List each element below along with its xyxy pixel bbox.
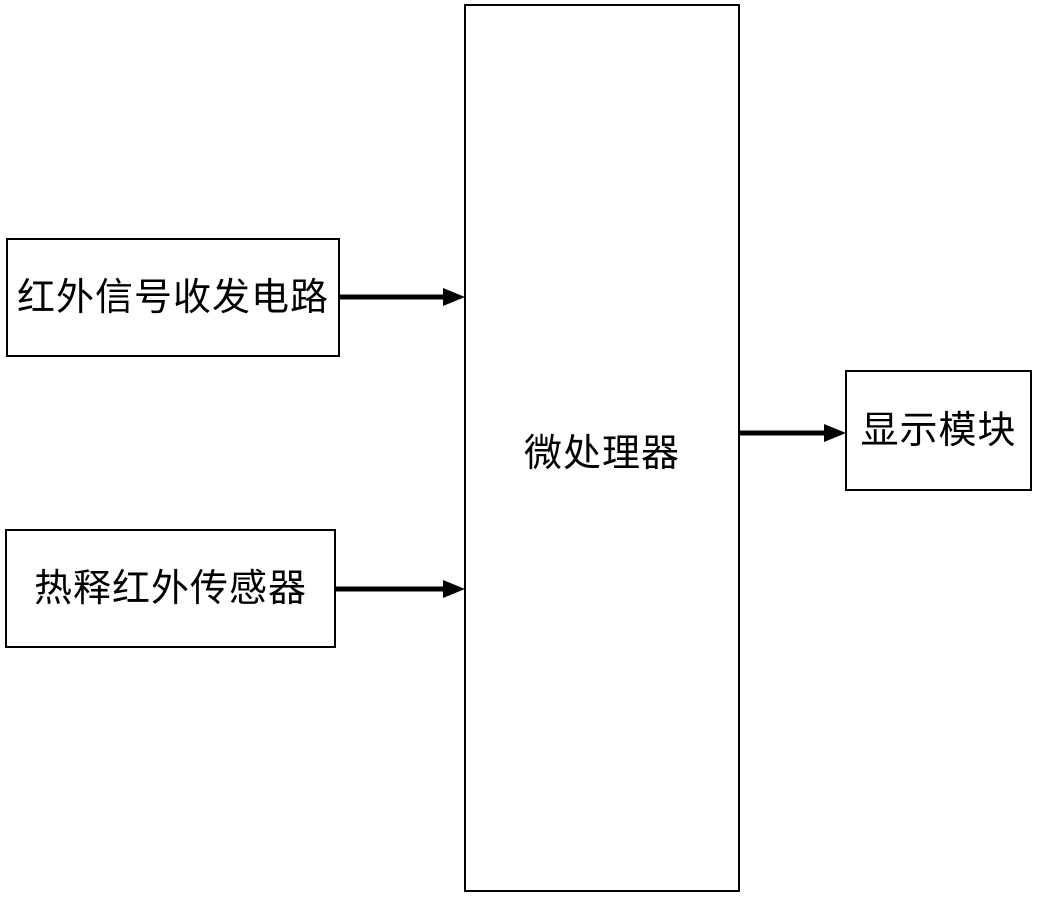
block-microprocessor: 微处理器	[464, 4, 740, 892]
arrowhead-icon	[824, 424, 846, 442]
arrowhead-icon	[443, 580, 465, 598]
block-ir-transceiver-label: 红外信号收发电路	[16, 274, 329, 319]
block-pyro-sensor-label: 热释红外传感器	[33, 565, 307, 610]
block-pyro-sensor: 热释红外传感器	[5, 529, 336, 648]
connector-line	[740, 430, 829, 436]
arrowhead-icon	[443, 288, 465, 306]
block-microprocessor-label: 微处理器	[523, 431, 680, 475]
block-ir-transceiver: 红外信号收发电路	[6, 238, 340, 357]
block-display: 显示模块	[845, 370, 1032, 491]
block-display-label: 显示模块	[860, 407, 1017, 452]
connector-line	[340, 294, 448, 300]
connector-line	[336, 586, 448, 592]
